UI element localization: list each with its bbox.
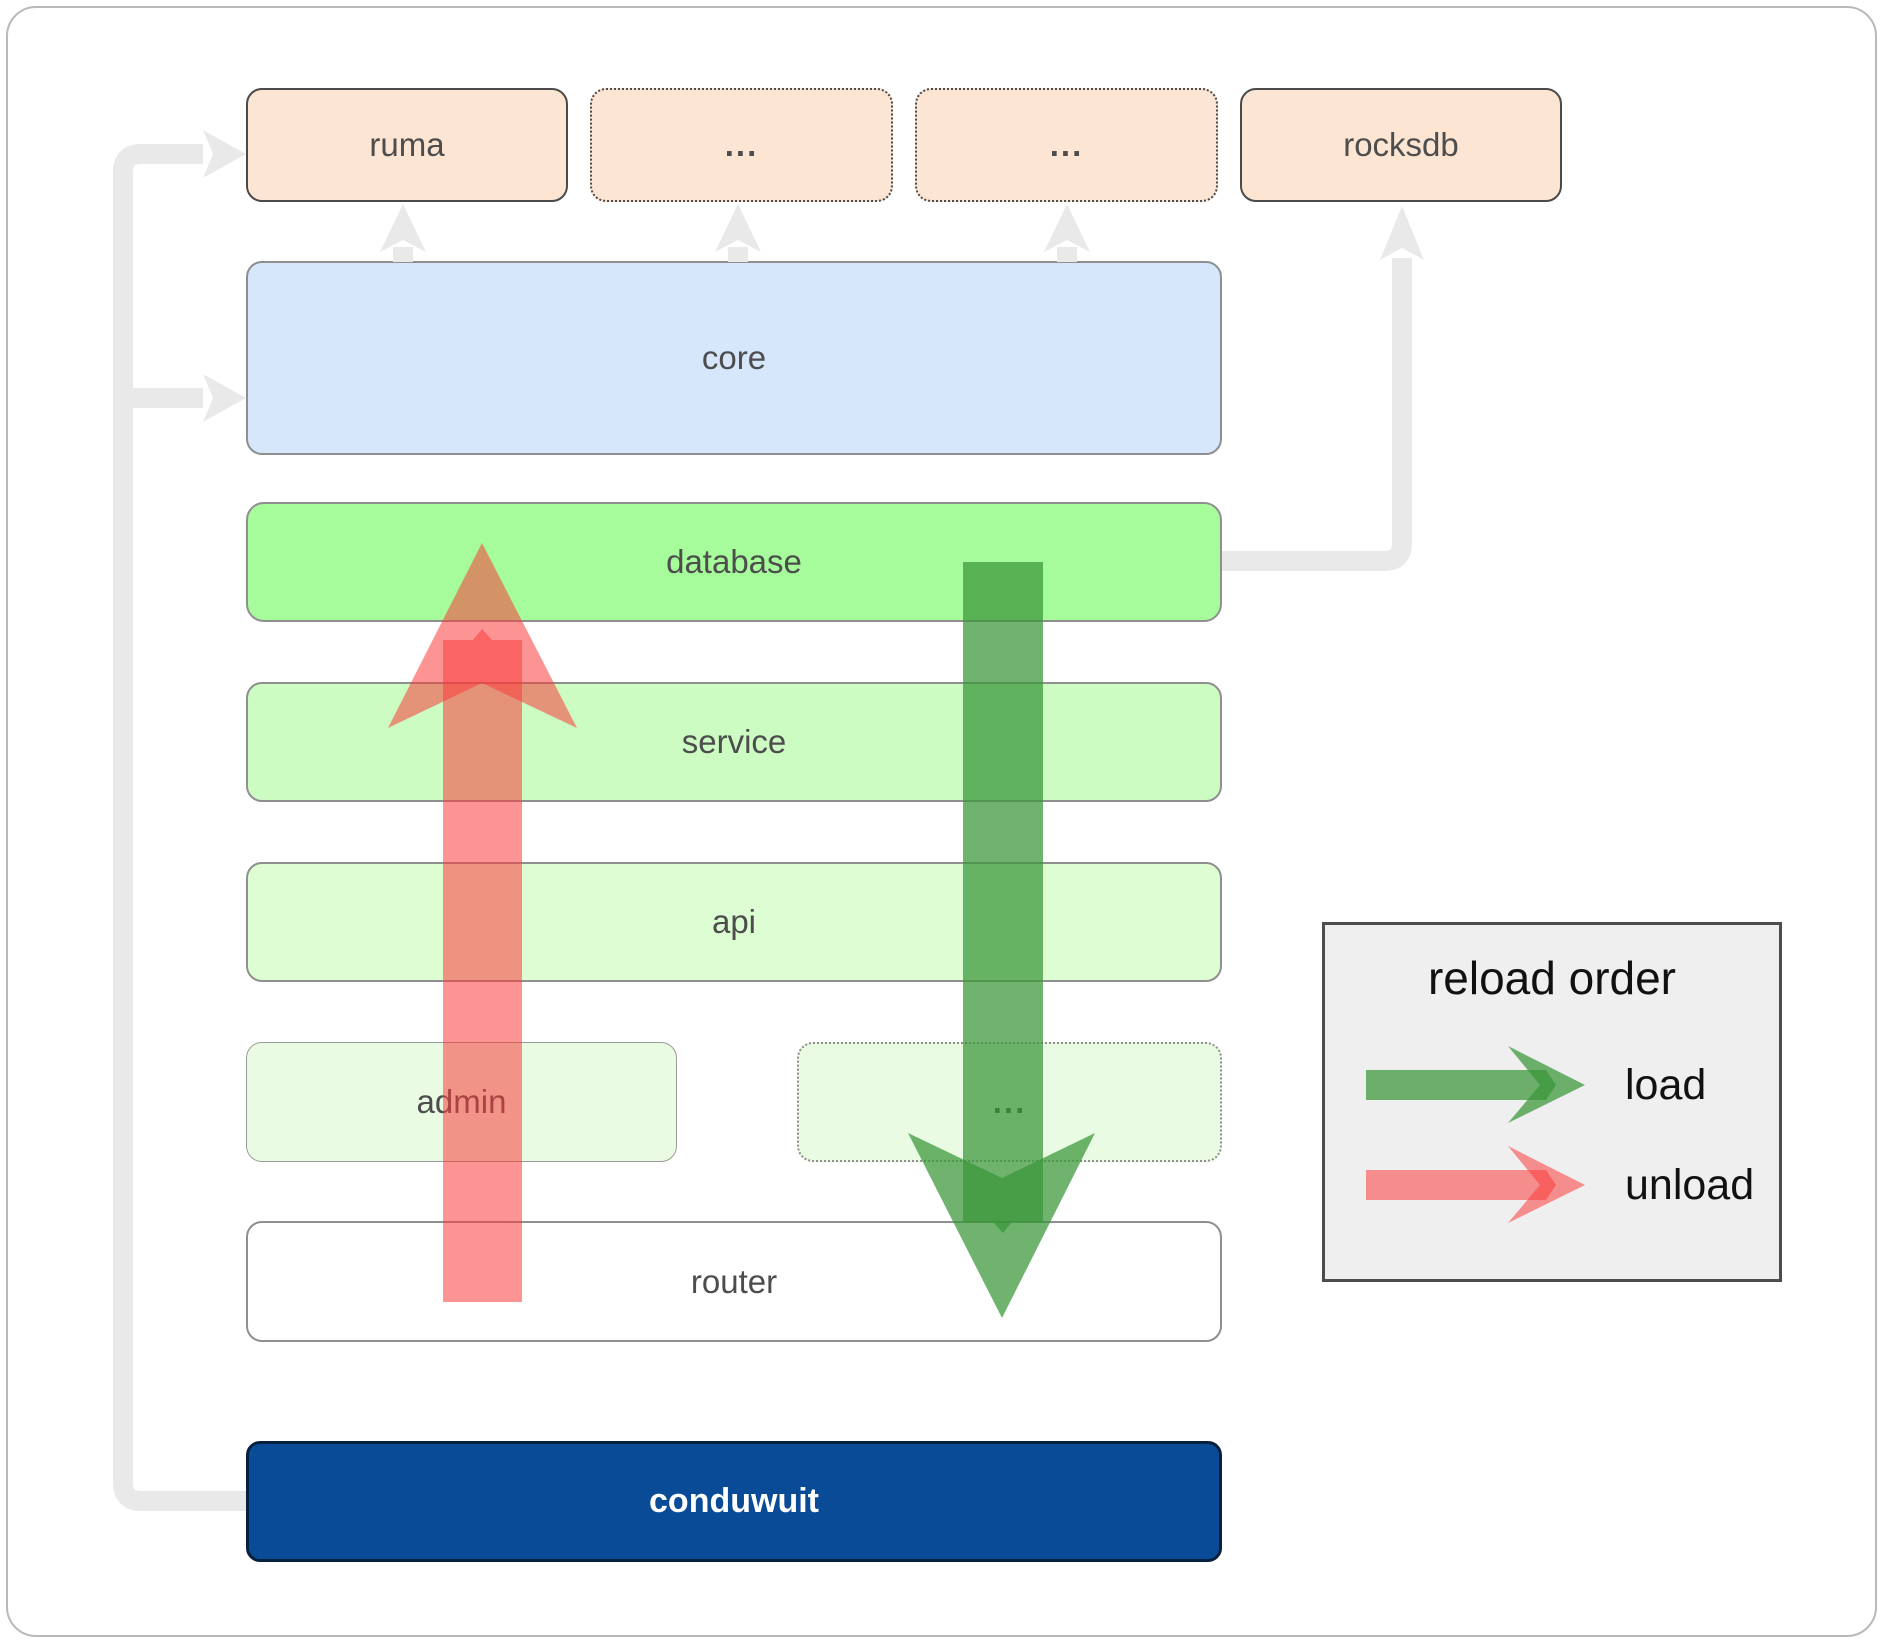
node-admin: admin (246, 1042, 677, 1162)
legend-title: reload order (1427, 952, 1677, 1004)
node-api: api (246, 862, 1222, 982)
node-rocksdb-label: rocksdb (1343, 126, 1459, 163)
node-module-more-2-label: ... (1049, 126, 1084, 163)
node-module-more-1: ... (590, 88, 893, 202)
node-service-label: service (681, 723, 787, 760)
legend-label-unload: unload (1625, 1160, 1755, 1209)
node-ruma-label: ruma (369, 126, 445, 163)
node-core: core (246, 261, 1222, 455)
node-router-label: router (690, 1262, 778, 1300)
node-conduwuit: conduwuit (246, 1441, 1222, 1562)
node-service: service (246, 682, 1222, 802)
node-conduwuit-label: conduwuit (649, 1482, 819, 1520)
legend-unload-arrow-icon (1366, 1146, 1585, 1223)
node-core-label: core (701, 339, 767, 376)
node-api-label: api (711, 903, 757, 940)
node-admin-more-label: ... (992, 1083, 1027, 1120)
node-ruma: ruma (246, 88, 568, 202)
node-admin-label: admin (416, 1083, 507, 1120)
legend: reload order load unload (1322, 922, 1782, 1282)
legend-label-load: load (1625, 1060, 1707, 1109)
legend-arrows (1366, 1046, 1585, 1223)
node-module-more-1-label: ... (724, 126, 759, 163)
node-rocksdb: rocksdb (1240, 88, 1562, 202)
diagram-frame (6, 6, 1877, 1637)
node-router: router (246, 1221, 1222, 1342)
legend-load-arrow-icon (1366, 1046, 1585, 1123)
node-database: database (246, 502, 1222, 622)
node-admin-more: ... (797, 1042, 1222, 1162)
node-database-label: database (666, 543, 802, 580)
node-module-more-2: ... (915, 88, 1218, 202)
